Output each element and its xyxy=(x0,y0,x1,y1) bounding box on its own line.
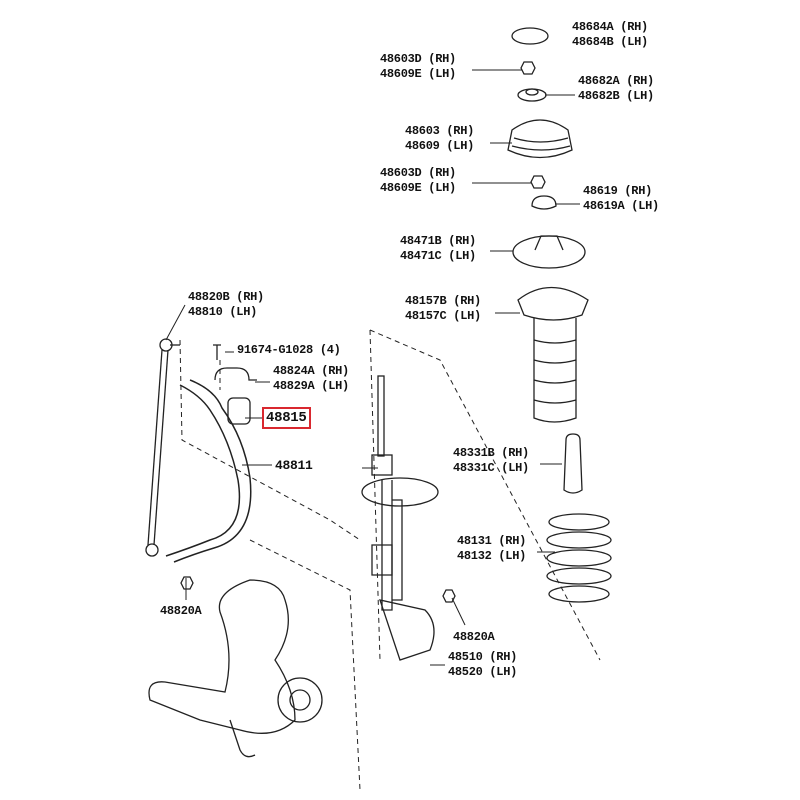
label-bolt: 91674-G1028 (4) xyxy=(237,343,341,357)
label-bushing-highlighted[interactable]: 48815 xyxy=(262,407,311,429)
guide-strut-right xyxy=(369,329,601,661)
bracket-shape xyxy=(214,367,257,381)
ball-joint-shape xyxy=(229,719,256,758)
label-nut-lower: 48603D (RH)48609E (LH) xyxy=(380,166,456,195)
label-link-nut-right: 48820A xyxy=(453,630,495,644)
label-shock-absorber: 48510 (RH)48520 (LH) xyxy=(448,650,518,679)
label-mount-cap: 48684A (RH)48684B (LH) xyxy=(572,20,648,49)
label-upper-seat: 48471B (RH)48471C (LH) xyxy=(400,234,476,263)
label-retainer: 48619 (RH)48619A (LH) xyxy=(583,184,659,213)
retainer-shape xyxy=(531,195,557,210)
label-coil-spring: 48131 (RH)48132 (LH) xyxy=(457,534,527,563)
label-stabilizer-link: 48820B (RH)48810 (LH) xyxy=(188,290,264,319)
label-support: 48603 (RH)48609 (LH) xyxy=(405,124,475,153)
stabilizer-bar-shape xyxy=(165,379,252,563)
assembly-guides xyxy=(179,329,601,791)
label-link-nut-left: 48820A xyxy=(160,604,202,618)
label-bump-stopper: 48331B (RH)48331C (LH) xyxy=(453,446,529,475)
mount-cap-shape xyxy=(511,27,549,45)
bolt-shape xyxy=(213,344,221,360)
label-nut-upper: 48603D (RH)48609E (LH) xyxy=(380,52,456,81)
upper-seat-shape xyxy=(512,235,586,269)
link-nut-left-shape xyxy=(180,576,194,590)
bushing-shape xyxy=(227,397,251,425)
support-shape xyxy=(507,119,573,159)
guide-strut-left xyxy=(369,329,381,661)
insulator-shape xyxy=(517,287,589,321)
label-bearing: 48682A (RH)48682B (LH) xyxy=(578,74,654,103)
bump-stopper-shape xyxy=(563,433,583,494)
link-nut-right-shape xyxy=(442,589,456,603)
steering-knuckle-shape xyxy=(148,579,296,734)
leader-lines xyxy=(165,69,580,666)
guide-link xyxy=(179,339,361,541)
hub-shape xyxy=(277,677,323,723)
nut-lower-shape xyxy=(530,175,546,189)
coil-spring-shape xyxy=(546,513,612,603)
shock-absorber-shape xyxy=(361,375,439,661)
stabilizer-link-shape xyxy=(145,338,180,557)
label-bracket: 48824A (RH)48829A (LH) xyxy=(273,364,349,393)
nut-upper-shape xyxy=(520,61,536,75)
label-stabilizer-bar: 48811 xyxy=(275,458,313,473)
guide-knuckle xyxy=(249,539,361,791)
label-insulator: 48157B (RH)48157C (LH) xyxy=(405,294,481,323)
